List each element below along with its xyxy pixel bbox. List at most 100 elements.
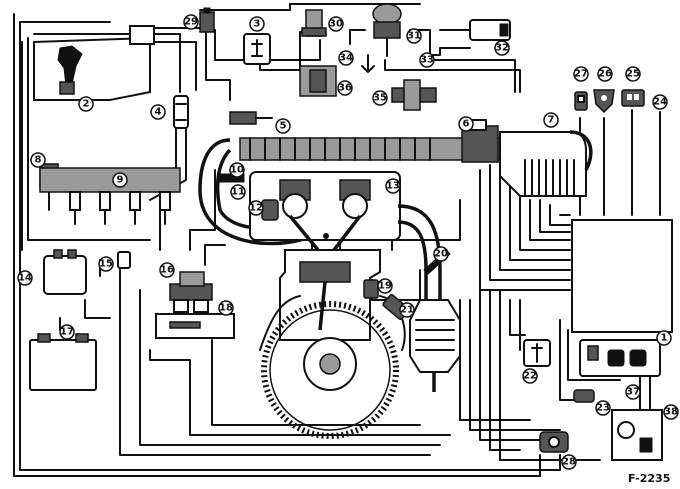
svg-text:13: 13 (386, 181, 400, 192)
svg-text:19: 19 (378, 281, 392, 292)
svg-text:29: 29 (184, 17, 198, 28)
callout-12: 12 (248, 200, 264, 216)
arrow-34 (361, 54, 375, 73)
solenoid-30 (301, 9, 327, 37)
callout-6: 6 (458, 116, 474, 132)
svg-text:25: 25 (626, 69, 640, 80)
diagnostic-plug-28 (539, 431, 569, 453)
callout-3: 3 (249, 16, 265, 32)
figure-code: F-2235 (628, 472, 670, 485)
callout-35: 35 (372, 90, 388, 106)
callout-16: 16 (159, 262, 175, 278)
svg-text:34: 34 (339, 53, 353, 64)
callout-32: 32 (494, 40, 510, 56)
callout-9: 9 (112, 172, 128, 188)
callout-38: 38 (663, 404, 679, 420)
svg-text:12: 12 (249, 203, 263, 214)
svg-text:11: 11 (231, 187, 245, 198)
knock-sensor-19 (363, 279, 379, 299)
svg-text:27: 27 (574, 69, 588, 80)
unit-36 (299, 65, 337, 97)
engine-block (259, 249, 406, 391)
callout-34: 34 (338, 50, 354, 66)
relay-38 (611, 409, 663, 461)
svg-text:37: 37 (626, 387, 640, 398)
callout-29: 29 (183, 14, 199, 30)
svg-text:30: 30 (329, 19, 343, 30)
callout-28: 28 (561, 454, 577, 470)
callout-2: 2 (78, 96, 94, 112)
svg-text:31: 31 (407, 31, 421, 42)
svg-text:21: 21 (400, 305, 414, 316)
callout-10: 10 (229, 162, 245, 178)
relay-29 (199, 7, 215, 33)
fuel-tank-2 (33, 25, 155, 101)
svg-text:5: 5 (280, 121, 287, 132)
svg-text:33: 33 (420, 55, 434, 66)
svg-text:9: 9 (117, 175, 124, 186)
callout-26: 26 (597, 66, 613, 82)
throttle-body-5 (229, 111, 273, 125)
callout-11: 11 (230, 184, 246, 200)
intake-manifold (198, 137, 511, 246)
callout-13: 13 (385, 178, 401, 194)
ecu-module (571, 219, 673, 333)
catalytic-converter (409, 299, 461, 392)
switch-23 (573, 389, 595, 403)
air-filter-7 (499, 130, 593, 197)
svg-text:32: 32 (495, 43, 509, 54)
svg-text:8: 8 (35, 155, 42, 166)
callout-37: 37 (625, 384, 641, 400)
battery-17 (29, 333, 97, 391)
fuel-rail-9 (39, 167, 181, 225)
svg-text:1: 1 (661, 333, 668, 344)
svg-text:24: 24 (653, 97, 667, 108)
callout-23: 23 (595, 400, 611, 416)
coil-14 (43, 249, 87, 295)
svg-text:15: 15 (99, 259, 113, 270)
svg-text:4: 4 (155, 107, 162, 118)
svg-text:36: 36 (338, 83, 352, 94)
svg-text:14: 14 (18, 273, 32, 284)
callout-36: 36 (337, 80, 353, 96)
svg-text:2: 2 (83, 99, 90, 110)
callout-21: 21 (399, 302, 415, 318)
callout-15: 15 (98, 256, 114, 272)
svg-text:10: 10 (230, 165, 244, 176)
valve-31 (372, 3, 402, 57)
callout-33: 33 (419, 52, 435, 68)
sensor-3 (243, 33, 271, 65)
callout-30: 30 (328, 16, 344, 32)
callout-19: 19 (377, 278, 393, 294)
svg-text:23: 23 (596, 403, 610, 414)
callout-27: 27 (573, 66, 589, 82)
connector-25 (621, 89, 645, 107)
callout-31: 31 (406, 28, 422, 44)
svg-text:3: 3 (254, 19, 261, 30)
svg-text:20: 20 (434, 249, 448, 260)
svg-text:38: 38 (664, 407, 678, 418)
sensor-22 (523, 339, 551, 367)
svg-text:17: 17 (60, 327, 74, 338)
callout-1: 1 (656, 330, 672, 346)
callout-22: 22 (522, 368, 538, 384)
svg-text:26: 26 (598, 69, 612, 80)
svg-text:7: 7 (548, 115, 555, 126)
callout-4: 4 (150, 104, 166, 120)
svg-text:35: 35 (373, 93, 387, 104)
canister-32 (469, 19, 511, 41)
svg-text:22: 22 (523, 371, 537, 382)
valve-35 (391, 79, 437, 111)
connector-block-37 (579, 339, 661, 377)
callout-8: 8 (30, 152, 46, 168)
fuel-filter-4 (173, 95, 189, 129)
svg-text:6: 6 (463, 119, 470, 130)
callout-17: 17 (59, 324, 75, 340)
module-18 (155, 313, 235, 339)
sensor-15 (117, 251, 131, 269)
callout-18: 18 (218, 300, 234, 316)
callout-25: 25 (625, 66, 641, 82)
callout-7: 7 (543, 112, 559, 128)
callout-24: 24 (652, 94, 668, 110)
